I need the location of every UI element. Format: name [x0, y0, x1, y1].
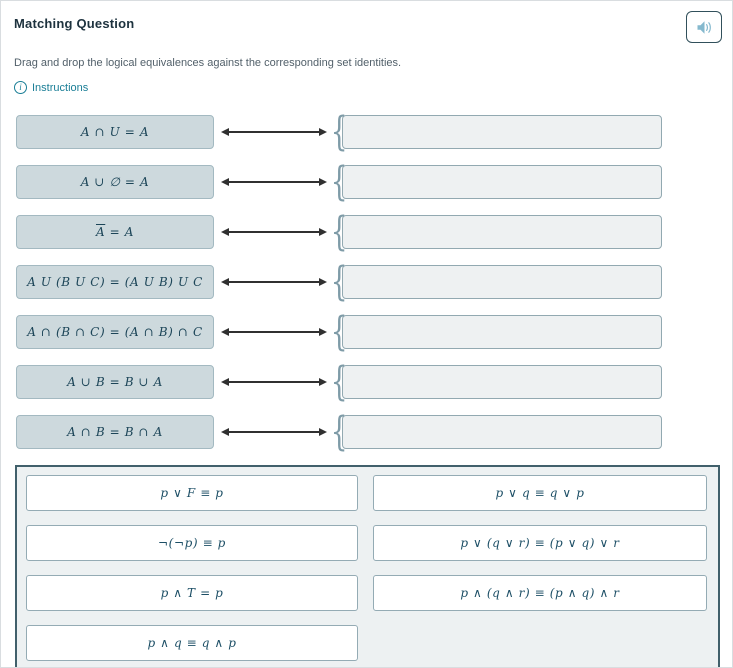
identity-box: A U (B U C) = (A U B) U C — [16, 265, 214, 299]
match-row: A ∩ U = A { — [16, 108, 732, 155]
drop-zone[interactable] — [342, 415, 662, 449]
identity-label: A ∩ U = A — [80, 125, 150, 139]
draggable-options-panel: p ∨ F ≡ p p ∨ q ≡ q ∨ p ¬(¬p) ≡ p p ∨ (q… — [15, 465, 720, 667]
instructions-link[interactable]: i Instructions — [14, 81, 88, 94]
matching-rows: A ∩ U = A { A ∪ ∅ = A { A = A { A U (B U — [1, 95, 732, 455]
identity-label: A ∪ B = B ∪ A — [67, 375, 163, 389]
draggable-option[interactable]: p ∧ T = p — [26, 575, 358, 611]
brace-icon: { — [330, 358, 348, 405]
match-row: A U (B U C) = (A U B) U C { — [16, 258, 732, 305]
identity-label: A ∩ B = B ∩ A — [67, 425, 163, 439]
double-arrow-icon — [221, 328, 327, 336]
identity-rest: = A — [105, 225, 135, 239]
identity-box: A = A — [16, 215, 214, 249]
question-prompt: Drag and drop the logical equivalences a… — [14, 57, 402, 69]
double-arrow-icon — [221, 428, 327, 436]
option-label: p ∧ (q ∧ r) ≡ (p ∧ q) ∧ r — [460, 586, 620, 600]
option-label: p ∧ T = p — [160, 586, 224, 600]
draggable-option[interactable]: p ∧ (q ∧ r) ≡ (p ∧ q) ∧ r — [373, 575, 707, 611]
draggable-option[interactable]: p ∨ q ≡ q ∨ p — [373, 475, 707, 511]
drop-zone[interactable] — [342, 165, 662, 199]
double-arrow-icon — [221, 178, 327, 186]
brace-icon: { — [330, 108, 348, 155]
identity-label: A = A — [96, 225, 134, 239]
draggable-option[interactable]: p ∧ q ≡ q ∧ p — [26, 625, 358, 661]
drop-zone[interactable] — [342, 265, 662, 299]
identity-box: A ∩ B = B ∩ A — [16, 415, 214, 449]
identity-label: A U (B U C) = (A U B) U C — [27, 275, 203, 289]
match-row: A ∩ (B ∩ C) = (A ∩ B) ∩ C { — [16, 308, 732, 355]
overline-a: A — [95, 225, 106, 239]
option-label: p ∨ q ≡ q ∨ p — [495, 486, 585, 500]
identity-label: A ∩ (B ∩ C) = (A ∩ B) ∩ C — [27, 325, 203, 339]
double-arrow-icon — [221, 128, 327, 136]
match-row: A ∪ B = B ∪ A { — [16, 358, 732, 405]
match-row: A = A { — [16, 208, 732, 255]
drop-zone[interactable] — [342, 315, 662, 349]
brace-icon: { — [330, 258, 348, 305]
option-label: ¬(¬p) ≡ p — [158, 536, 226, 550]
drop-zone[interactable] — [342, 115, 662, 149]
drop-zone[interactable] — [342, 215, 662, 249]
identity-box: A ∪ ∅ = A — [16, 165, 214, 199]
drop-zone[interactable] — [342, 365, 662, 399]
brace-icon: { — [330, 158, 348, 205]
identity-box: A ∪ B = B ∪ A — [16, 365, 214, 399]
draggable-option[interactable]: p ∨ (q ∨ r) ≡ (p ∨ q) ∨ r — [373, 525, 707, 561]
speaker-icon — [696, 20, 713, 35]
draggable-option[interactable]: p ∨ F ≡ p — [26, 475, 358, 511]
draggable-option[interactable]: ¬(¬p) ≡ p — [26, 525, 358, 561]
match-row: A ∩ B = B ∩ A { — [16, 408, 732, 455]
audio-button[interactable] — [686, 11, 722, 43]
double-arrow-icon — [221, 278, 327, 286]
double-arrow-icon — [221, 228, 327, 236]
option-label: p ∧ q ≡ q ∧ p — [147, 636, 237, 650]
option-label: p ∨ F ≡ p — [160, 486, 224, 500]
identity-label: A ∪ ∅ = A — [80, 175, 150, 189]
brace-icon: { — [330, 208, 348, 255]
brace-icon: { — [330, 408, 348, 455]
instructions-label: Instructions — [32, 81, 89, 94]
header: Matching Question — [1, 1, 732, 43]
info-icon: i — [14, 81, 27, 94]
identity-box: A ∩ U = A — [16, 115, 214, 149]
page-title: Matching Question — [14, 16, 135, 31]
brace-icon: { — [330, 308, 348, 355]
double-arrow-icon — [221, 378, 327, 386]
identity-box: A ∩ (B ∩ C) = (A ∩ B) ∩ C — [16, 315, 214, 349]
option-label: p ∨ (q ∨ r) ≡ (p ∨ q) ∨ r — [460, 536, 620, 550]
match-row: A ∪ ∅ = A { — [16, 158, 732, 205]
